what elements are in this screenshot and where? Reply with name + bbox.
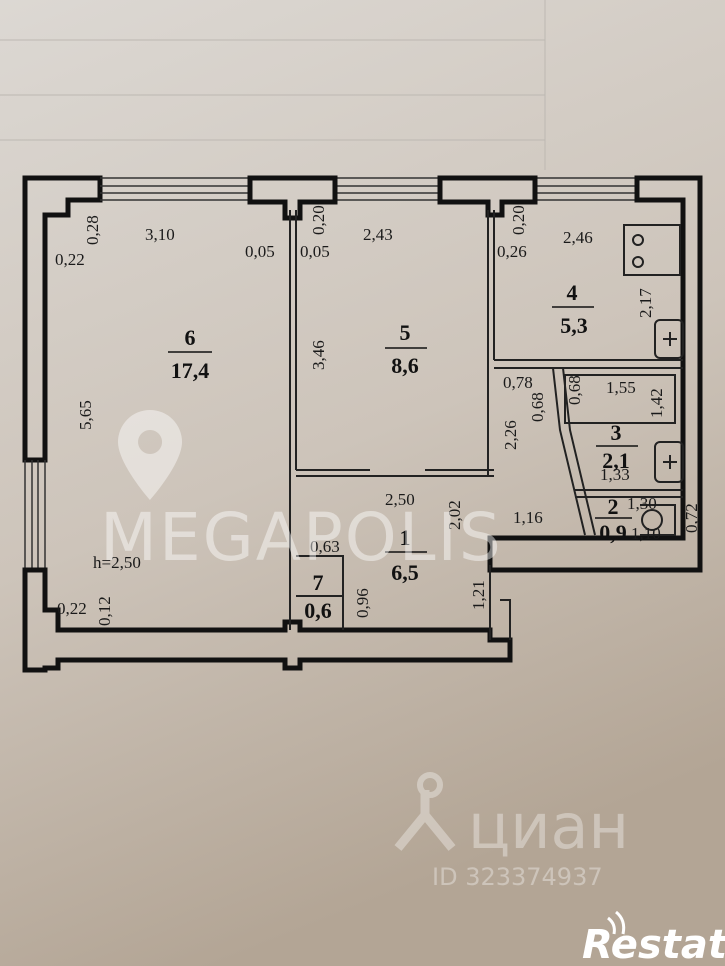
room-4: 45,3 <box>552 280 594 338</box>
dimension-label: 0,12 <box>95 596 114 626</box>
room-area: 5,3 <box>560 313 588 338</box>
room-5: 58,6 <box>385 320 427 378</box>
stove <box>623 224 681 276</box>
form-lines <box>0 0 546 170</box>
room-area: 0,9 <box>599 520 627 545</box>
bath-sink <box>654 441 684 483</box>
room-7: 70,6 <box>304 570 332 623</box>
room-number: 5 <box>400 320 411 345</box>
dimension-label: 1,30 <box>627 494 657 513</box>
dimension-label: 2,50 <box>385 490 415 509</box>
dimension-label: 1,21 <box>469 580 488 610</box>
room-area: 17,4 <box>171 358 210 383</box>
dimension-label: 2,26 <box>501 420 520 450</box>
dimension-label: 3,10 <box>145 225 175 244</box>
dimension-label: 0,20 <box>509 205 528 235</box>
room-number: 4 <box>567 280 578 305</box>
dimension-label: 0,68 <box>565 375 584 405</box>
room-3: 32,1 <box>596 420 638 473</box>
dimension-label: 2,02 <box>445 500 464 530</box>
restate-logo: Restate <box>582 910 725 966</box>
room-area: 6,5 <box>391 560 419 585</box>
kitchen-sink <box>654 319 684 359</box>
dimension-label: 3,46 <box>309 340 328 370</box>
dimension-label: 0,96 <box>353 588 372 618</box>
cian-text: циан <box>468 790 629 863</box>
room-6: 617,4 <box>168 325 212 383</box>
dimension-label: 0,05 <box>245 242 275 261</box>
dimension-label: 0,22 <box>55 250 85 269</box>
room-area: 8,6 <box>391 353 419 378</box>
window-top <box>100 177 637 201</box>
dimensions: 0,28 3,10 0,22 0,05 0,20 0,05 2,43 0,26 … <box>55 205 701 626</box>
dimension-label: 1,33 <box>600 465 630 484</box>
dimension-label: 1,55 <box>606 378 636 397</box>
restate-text: Restate <box>582 922 725 966</box>
megapolis-text: MEGAPOLIS <box>100 499 503 576</box>
cian-watermark: циан ID 323374937 <box>394 772 629 891</box>
bathtub <box>564 374 676 424</box>
megapolis-watermark: MEGAPOLIS <box>100 410 503 576</box>
dimension-label: 0,22 <box>57 599 87 618</box>
location-pin-icon <box>118 410 182 500</box>
dimension-label: 0,26 <box>497 242 527 261</box>
dimension-label: 2,43 <box>363 225 393 244</box>
dimension-label: 1,42 <box>647 388 666 418</box>
room-number: 6 <box>185 325 196 350</box>
room-labels: 617,4 58,6 45,3 32,1 20,9 16,5 70,6 <box>168 280 638 623</box>
dimension-label: 2,17 <box>636 288 655 318</box>
dimension-label: 0,05 <box>300 242 330 261</box>
dimension-label: 0,20 <box>309 205 328 235</box>
room-number: 3 <box>611 420 622 445</box>
room-area: 0,6 <box>304 598 332 623</box>
room-number: 1 <box>400 525 411 550</box>
ceiling-height-label: h=2,50 <box>93 553 141 572</box>
dimension-label: 0,68 <box>528 392 547 422</box>
room-2: 20,9 <box>595 494 632 545</box>
room-number: 2 <box>608 494 619 519</box>
room-number: 7 <box>313 570 324 595</box>
dimension-label: 2,46 <box>563 228 593 247</box>
dimension-label: 0,28 <box>83 215 102 245</box>
dimension-label: 0,78 <box>503 373 533 392</box>
cian-id-text: ID 323374937 <box>432 863 603 891</box>
dimension-label: 1,16 <box>513 508 543 527</box>
toilet <box>641 509 663 531</box>
dimension-label: 0,63 <box>310 537 340 556</box>
room-area: 2,1 <box>602 448 630 473</box>
cian-logo-icon <box>394 790 456 851</box>
dimension-label: 5,65 <box>76 400 95 430</box>
dimension-label: 1,10 <box>631 524 661 543</box>
walls <box>22 175 703 673</box>
dimension-label: 0,72 <box>682 503 701 533</box>
room-1: 16,5 <box>385 525 427 585</box>
window-left <box>24 460 46 570</box>
